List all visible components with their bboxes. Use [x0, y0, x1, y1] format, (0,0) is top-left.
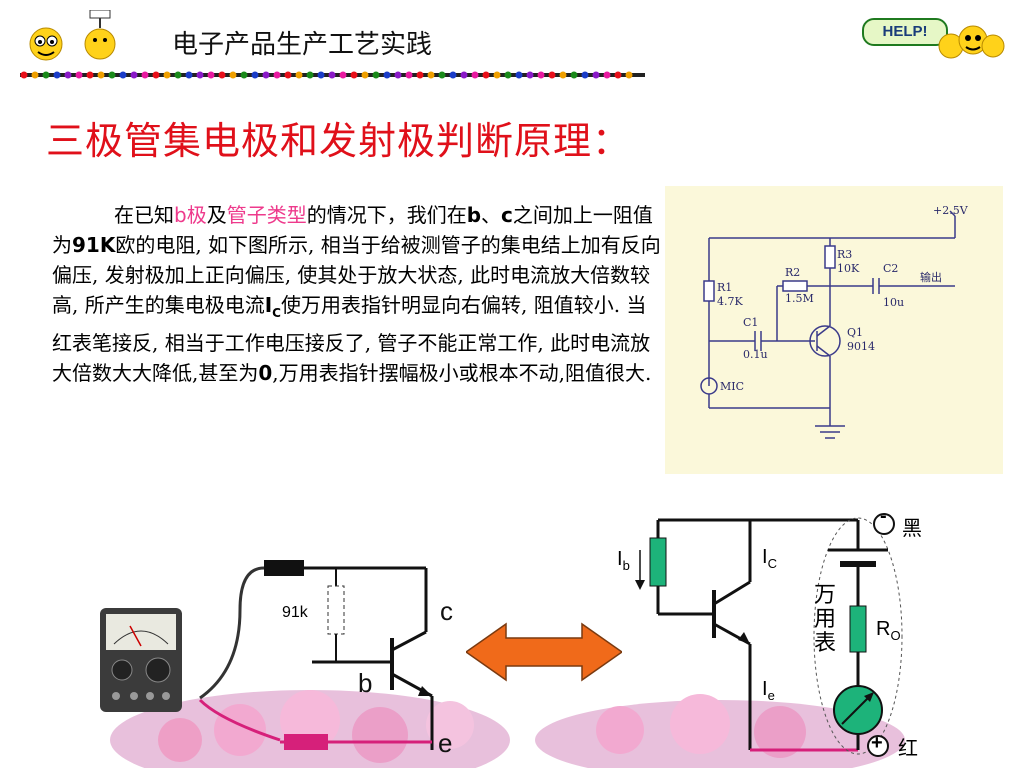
ie-label: Ie: [762, 678, 775, 703]
mic-label: MIC: [720, 380, 744, 393]
plus-sign: +: [871, 732, 883, 754]
help-badge[interactable]: HELP!: [862, 18, 948, 46]
double-arrow-icon: [466, 622, 622, 682]
supply-label: +2.5V: [933, 204, 969, 217]
r2-value: 1.5M: [785, 292, 814, 305]
c2-label: C2: [883, 262, 898, 275]
r3-value: 10K: [837, 262, 860, 275]
resistor-91k-label: 91k: [282, 604, 308, 621]
output-label: 输出: [920, 270, 942, 284]
amplifier-schematic: +2.5V R1 4.7K R2 1.5M R3 10K C1 0.1u C2 …: [665, 186, 1003, 474]
plus-terminal-icon: [867, 735, 889, 757]
test-circuit-left: [198, 560, 434, 750]
red-probe-label: 红: [898, 736, 918, 760]
q1-value: 9014: [847, 340, 875, 353]
r1-value: 4.7K: [717, 295, 743, 308]
r2-label: R2: [785, 266, 800, 279]
multimeter-icon: [100, 608, 182, 712]
test-circuit-right: [635, 513, 903, 757]
r3-label: R3: [837, 248, 852, 261]
q1-label: Q1: [847, 326, 863, 339]
collector-label: c: [440, 596, 453, 626]
base-label: b: [358, 668, 373, 698]
ro-label: RO: [876, 618, 901, 643]
smiley-group-icon: [938, 25, 1005, 59]
c2-value: 10u: [883, 296, 904, 309]
emoticon-group: [29, 10, 116, 61]
ib-label: Ib: [617, 548, 630, 573]
header-title: 电子产品生产工艺实践: [172, 30, 433, 60]
r1-label: R1: [717, 281, 732, 294]
bead-divider: [20, 71, 645, 79]
explanation-paragraph: 在已知b极及管子类型的情况下，我们在b、c之间加上一阻值为91K欧的电阻, 如下…: [52, 203, 661, 385]
smiley-face-icon: [29, 27, 63, 61]
minus-terminal-icon: [873, 513, 895, 535]
ic-label: IC: [762, 546, 777, 571]
bomb-icon: [84, 10, 116, 60]
c1-label: C1: [743, 316, 758, 329]
multimeter-label: 万 用 表: [814, 583, 837, 656]
c1-value: 0.1u: [743, 348, 768, 361]
black-probe-label: 黑: [902, 516, 922, 540]
main-title: 三极管集电极和发射极判断原理：: [46, 119, 632, 163]
emitter-label: e: [438, 728, 453, 758]
minus-sign: -: [880, 505, 887, 527]
